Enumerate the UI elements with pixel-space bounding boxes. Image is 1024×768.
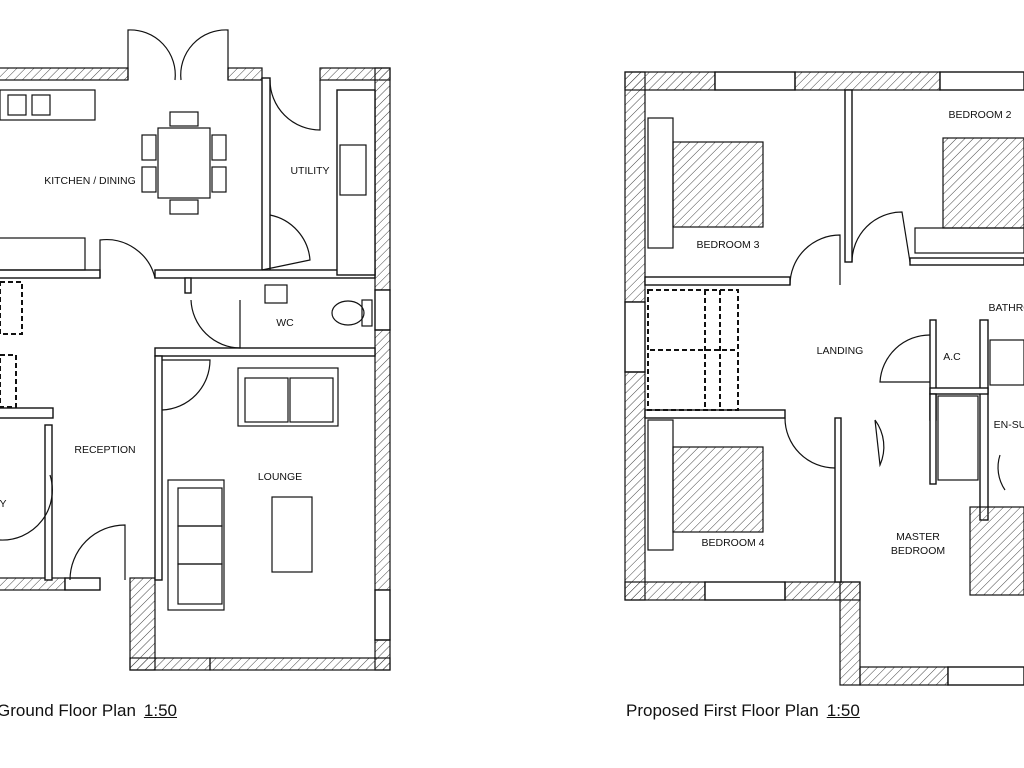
room-label-kitchen: KITCHEN / DINING	[44, 175, 136, 187]
bed-bedroom-3	[672, 141, 764, 228]
room-label-ac: A.C	[943, 351, 961, 363]
sofa	[237, 367, 339, 427]
room-label-bedroom2: BEDROOM 2	[948, 109, 1011, 121]
room-label-bathroom: BATHRO	[989, 302, 1024, 314]
first-outer-walls	[624, 71, 1024, 686]
bed-master	[969, 506, 1024, 596]
coffee-table	[271, 496, 313, 573]
ground-floor-plan: KITCHEN / DINING UTILITY WC RECEPTION LO…	[0, 29, 391, 671]
ground-doors	[0, 29, 321, 581]
dining-table	[157, 127, 211, 199]
ground-floor-title: Ground Floor Plan	[0, 701, 136, 720]
wc-basin	[264, 284, 288, 304]
room-label-lounge: LOUNGE	[258, 471, 302, 483]
room-label-master-2: BEDROOM	[891, 545, 945, 557]
bed-bedroom-4	[672, 446, 764, 533]
ground-outer-walls	[0, 67, 391, 671]
first-floor-plan: BEDROOM 2 BEDROOM 3 BEDROOM 4 LANDING BA…	[624, 71, 1024, 686]
first-doors	[784, 211, 1006, 491]
room-label-ensuite: EN-SU	[994, 419, 1024, 431]
room-label-bedroom3: BEDROOM 3	[696, 239, 759, 251]
utility-sink	[339, 144, 367, 196]
bedroom-furniture	[647, 117, 1024, 596]
room-label-reception: RECEPTION	[74, 444, 135, 456]
first-floor-caption: Proposed First Floor Plan 1:50	[626, 701, 860, 721]
room-label-master-1: MASTER	[896, 531, 940, 543]
bed-bedroom-2	[942, 137, 1024, 229]
room-label-landing: LANDING	[817, 345, 864, 357]
room-label-study-partial: Y	[0, 498, 7, 510]
ground-floor-scale: 1:50	[143, 701, 177, 720]
first-floor-scale: 1:50	[826, 701, 860, 720]
stairs	[647, 289, 739, 411]
first-floor-title: Proposed First Floor Plan	[626, 701, 819, 720]
sofa-2	[167, 479, 225, 611]
room-label-bedroom4: BEDROOM 4	[701, 537, 764, 549]
first-inner-walls	[644, 89, 1024, 583]
room-label-utility: UTILITY	[290, 165, 329, 177]
ground-floor-caption: Ground Floor Plan 1:50	[0, 701, 177, 721]
ground-inner-walls	[0, 77, 376, 581]
shower	[937, 395, 979, 481]
toilet	[331, 300, 365, 326]
kitchen-fixtures	[0, 89, 373, 611]
room-label-wc: WC	[276, 317, 294, 329]
bath	[989, 339, 1024, 386]
